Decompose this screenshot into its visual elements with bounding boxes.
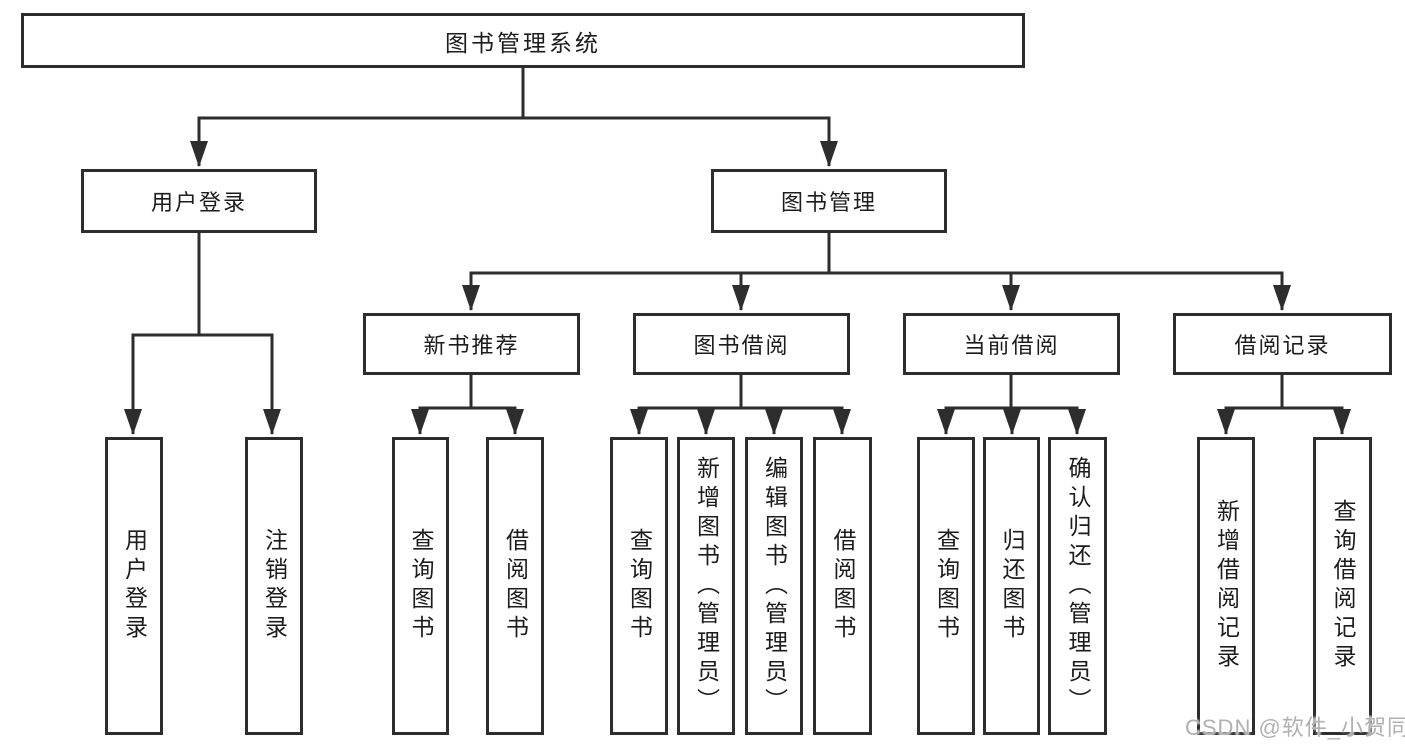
leaf-add-books-admin: 新增图书（管理员） xyxy=(677,437,735,735)
csdn-watermark: CSDN @软件_小贺同学 xyxy=(1185,715,1405,740)
connector-book-management-to-level3 xyxy=(462,231,1291,311)
leaf-borrow-books-under-borrowing: 借阅图书 xyxy=(813,437,872,735)
leaf-confirm-return-admin: 确认归还（管理员） xyxy=(1048,437,1107,735)
node-user-login: 用户登录 xyxy=(81,169,317,233)
connector-user-login-to-leaves xyxy=(124,231,281,435)
node-new-book-recommendation: 新书推荐 xyxy=(363,313,580,375)
leaf-borrow-books-under-recommend: 借阅图书 xyxy=(486,437,544,735)
node-book-management: 图书管理 xyxy=(711,169,947,233)
leaf-return-books: 归还图书 xyxy=(983,437,1040,735)
node-current-borrowing: 当前借阅 xyxy=(903,313,1120,375)
connector-root-to-level2 xyxy=(190,66,838,167)
node-library-management-system: 图书管理系统 xyxy=(21,13,1025,68)
leaf-query-books-under-current: 查询图书 xyxy=(917,437,975,735)
leaf-query-books-under-borrowing: 查询图书 xyxy=(610,437,668,735)
leaf-query-borrow-record: 查询借阅记录 xyxy=(1313,437,1372,735)
leaf-user-login: 用户登录 xyxy=(105,437,163,735)
leaf-edit-books-admin: 编辑图书（管理员） xyxy=(745,437,803,735)
connector-current-borrowing-to-leaves xyxy=(937,373,1086,435)
connector-new-book-to-leaves xyxy=(411,373,524,435)
leaf-add-borrow-record: 新增借阅记录 xyxy=(1197,437,1255,735)
connector-borrowing-records-to-leaves xyxy=(1217,373,1351,435)
leaf-logout: 注销登录 xyxy=(245,437,303,735)
connector-book-borrowing-to-leaves xyxy=(630,373,851,435)
node-book-borrowing: 图书借阅 xyxy=(633,313,850,375)
node-borrowing-records: 借阅记录 xyxy=(1173,313,1392,375)
leaf-query-books-under-recommend: 查询图书 xyxy=(392,437,449,735)
